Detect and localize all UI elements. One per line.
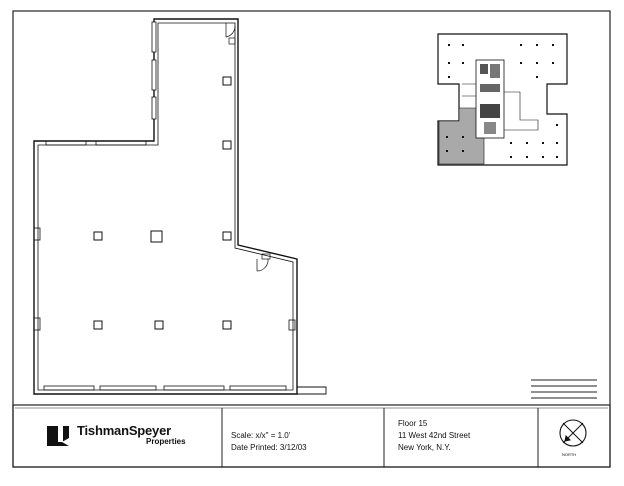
- date-printed-text: Date Printed: 3/12/03: [231, 443, 307, 452]
- column: [154, 320, 164, 330]
- north-arrow-icon: [559, 419, 587, 447]
- key-plan: [437, 33, 568, 166]
- city-text: New York, N.Y.: [398, 443, 451, 452]
- floor-outline-outer: [33, 18, 298, 395]
- column: [150, 230, 163, 243]
- company-logo-sub: Properties: [146, 437, 186, 446]
- column: [93, 320, 103, 330]
- floor-plan: [33, 18, 327, 395]
- scale-text: Scale: x/x" = 1.0': [231, 431, 291, 440]
- column: [222, 76, 232, 86]
- north-label: NORTH: [562, 452, 577, 457]
- column: [222, 231, 232, 241]
- column: [222, 140, 232, 150]
- floor-outline-inner: [37, 22, 294, 391]
- column: [93, 231, 103, 241]
- address-text: 11 West 42nd Street: [398, 431, 471, 440]
- title-block: [12, 404, 611, 468]
- tishman-speyer-logo-mark: [47, 426, 69, 446]
- column: [222, 320, 232, 330]
- company-logo-name: TishmanSpeyer: [77, 423, 171, 438]
- scale-bar: [531, 379, 597, 399]
- floor-text: Floor 15: [398, 419, 428, 428]
